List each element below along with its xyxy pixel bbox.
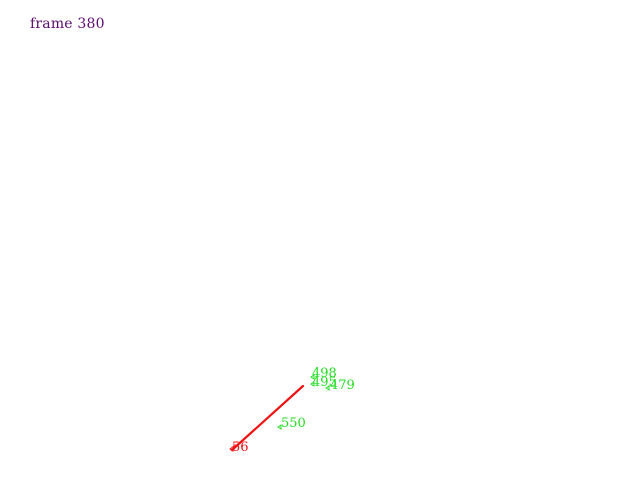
point-label-498: 498 [312,366,337,381]
tracked-points [277,374,330,430]
point-label-479: 479 [330,378,355,393]
point-marker [310,374,315,380]
point-marker [325,385,330,391]
track-path [230,384,305,452]
point-label-550: 550 [281,416,306,431]
track-start-label: 56 [232,440,249,455]
point-label-495: 495 [312,375,337,390]
point-marker [277,424,282,430]
track-start-marker [229,444,235,452]
point-marker [310,381,315,387]
frame-counter-label: frame 380 [30,16,105,32]
